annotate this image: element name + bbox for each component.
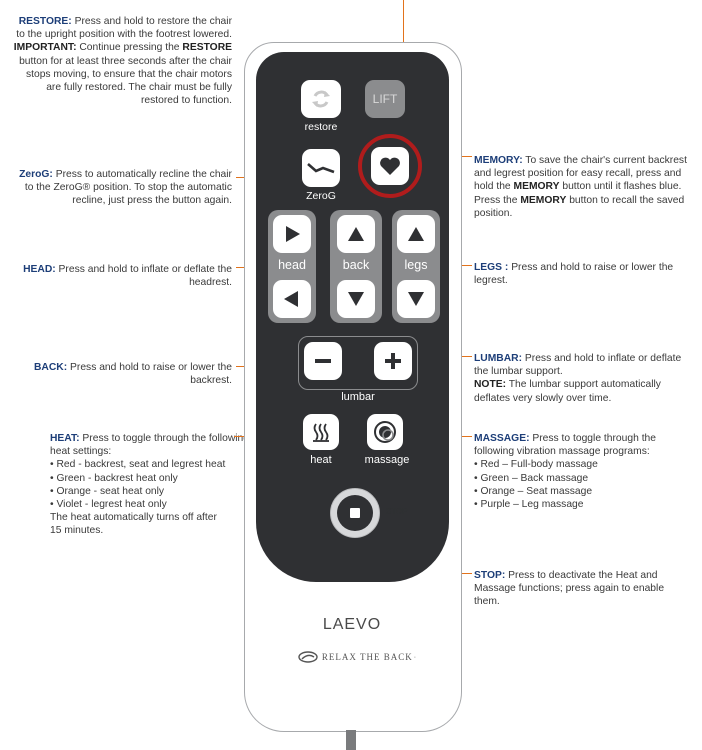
memory-highlight-ring bbox=[358, 134, 422, 198]
arrow-up-icon bbox=[408, 227, 424, 241]
stop-button[interactable] bbox=[337, 495, 373, 531]
memory-note-heading: MEMORY: bbox=[474, 155, 523, 166]
lumbar-button-frame bbox=[298, 336, 418, 390]
arrow-down-icon bbox=[408, 292, 424, 306]
stop-label: STOP bbox=[386, 507, 408, 516]
arrow-down-icon bbox=[348, 292, 364, 306]
legs-note-heading: LEGS : bbox=[474, 262, 509, 273]
stop-square-icon bbox=[350, 508, 360, 518]
memory-note-text-2: button until it flashes blue. Press the bbox=[474, 181, 682, 206]
lumbar-plus-button[interactable] bbox=[374, 342, 412, 380]
heat-note-tail: The heat automatically turns off after 1… bbox=[50, 512, 217, 537]
heat-note-heading: HEAT: bbox=[50, 433, 80, 444]
relax-the-back-logo: RELAX THE BACK · bbox=[287, 651, 427, 663]
zerog-note: ZeroG: Press to automatically recline th… bbox=[12, 168, 232, 208]
lift-label: LIFT bbox=[372, 92, 398, 106]
legs-down-button[interactable] bbox=[397, 280, 435, 318]
heat-note-text: Press to toggle through the following he… bbox=[50, 433, 249, 458]
head-label: head bbox=[278, 258, 306, 272]
lumbar-note: LUMBAR: Press and hold to inflate or def… bbox=[474, 352, 696, 405]
back-down-button[interactable] bbox=[337, 280, 375, 318]
list-item: Green – Back massage bbox=[474, 472, 696, 485]
massage-vibration-icon bbox=[374, 421, 396, 443]
back-up-button[interactable] bbox=[337, 215, 375, 253]
heat-button[interactable] bbox=[303, 414, 339, 450]
massage-button[interactable] bbox=[367, 414, 403, 450]
important-label: IMPORTANT: bbox=[13, 42, 77, 54]
back-note-text: Press and hold to raise or lower the bac… bbox=[67, 362, 232, 387]
memory-note-text: To save the chair's current backrest and… bbox=[474, 155, 687, 193]
logo-mark: · bbox=[413, 653, 417, 661]
heat-waves-icon bbox=[313, 423, 329, 442]
arrow-right-icon bbox=[286, 226, 300, 242]
zerog-recline-icon bbox=[307, 163, 335, 174]
plus-icon bbox=[385, 353, 401, 369]
back-note-heading: BACK: bbox=[33, 362, 68, 373]
zerog-note-text: Press to automatically recline the chair… bbox=[24, 169, 232, 207]
list-item: Purple – Leg massage bbox=[474, 498, 696, 511]
restore-note-text-2: Continue pressing the bbox=[76, 42, 183, 54]
heat-label: heat bbox=[310, 454, 332, 466]
restore-icon bbox=[312, 90, 330, 108]
lumbar-note-heading: LUMBAR: bbox=[474, 353, 523, 364]
memory-word: MEMORY bbox=[513, 181, 560, 193]
restore-note-text-3: button for at least three seconds after … bbox=[19, 55, 232, 107]
head-note-text: Press and hold to inflate or deflate the… bbox=[55, 264, 232, 289]
lift-leader-line bbox=[403, 0, 405, 80]
zerog-label: ZeroG bbox=[306, 190, 336, 202]
remote-cord bbox=[346, 730, 356, 750]
list-item: Orange - seat heat only bbox=[50, 485, 250, 498]
lumbar-note-note-text: The lumbar support automatically deflate… bbox=[474, 379, 661, 404]
lumbar-label: lumbar bbox=[341, 391, 375, 403]
massage-programs-list: Red – Full-body massage Green – Back mas… bbox=[474, 458, 696, 511]
brand-name: LAEVO bbox=[322, 616, 382, 633]
restore-label: restore bbox=[304, 121, 338, 133]
legs-note: LEGS : Press and hold to raise or lower … bbox=[474, 261, 689, 287]
lumbar-note-text: Press and hold to inflate or deflate the… bbox=[474, 353, 682, 378]
restore-note-heading: RESTORE: bbox=[18, 16, 72, 27]
head-note: HEAD: Press and hold to inflate or defla… bbox=[12, 263, 232, 289]
list-item: Red - backrest, seat and legrest heat bbox=[50, 458, 250, 471]
head-up-button[interactable] bbox=[273, 215, 311, 253]
restore-note-text: Press and hold to restore the chair to t… bbox=[16, 16, 232, 41]
head-note-heading: HEAD: bbox=[23, 264, 56, 275]
zerog-note-heading: ZeroG: bbox=[19, 169, 53, 180]
massage-note: MASSAGE: Press to toggle through the fol… bbox=[474, 432, 696, 511]
memory-note-text-3: button to recall the saved position. bbox=[474, 194, 685, 219]
massage-label: massage bbox=[364, 454, 410, 466]
list-item: Orange – Seat massage bbox=[474, 485, 696, 498]
lift-button[interactable]: LIFT bbox=[365, 80, 405, 118]
legs-up-button[interactable] bbox=[397, 215, 435, 253]
legs-label: legs bbox=[404, 258, 428, 272]
back-label: back bbox=[342, 258, 370, 272]
head-down-button[interactable] bbox=[273, 280, 311, 318]
restore-note: RESTORE: Press and hold to restore the c… bbox=[12, 15, 232, 107]
restore-button[interactable] bbox=[301, 80, 341, 118]
zerog-button[interactable] bbox=[302, 149, 340, 187]
restore-word: RESTORE bbox=[182, 42, 232, 54]
massage-note-heading: MASSAGE: bbox=[474, 433, 530, 444]
stop-note-text: Press to deactivate the Heat and Massage… bbox=[474, 570, 665, 608]
memory-word-2: MEMORY bbox=[520, 194, 567, 206]
heat-note: HEAT: Press to toggle through the follow… bbox=[50, 432, 250, 538]
list-item: Red – Full-body massage bbox=[474, 458, 696, 471]
heart-icon bbox=[380, 157, 400, 175]
back-note: BACK: Press and hold to raise or lower t… bbox=[12, 361, 232, 387]
back-figure-icon bbox=[298, 651, 318, 663]
lumbar-note-label: NOTE: bbox=[474, 379, 507, 391]
massage-note-text: Press to toggle through the following vi… bbox=[474, 433, 657, 458]
list-item: Violet - legrest heat only bbox=[50, 498, 250, 511]
logo-text: RELAX THE BACK bbox=[321, 652, 413, 662]
memory-button[interactable] bbox=[371, 147, 409, 185]
minus-icon bbox=[315, 359, 331, 363]
heat-settings-list: Red - backrest, seat and legrest heat Gr… bbox=[50, 458, 250, 511]
arrow-up-icon bbox=[348, 227, 364, 241]
lumbar-minus-button[interactable] bbox=[304, 342, 342, 380]
legs-note-text: Press and hold to raise or lower the leg… bbox=[474, 262, 674, 287]
stop-note-heading: STOP: bbox=[474, 570, 506, 581]
arrow-left-icon bbox=[284, 291, 298, 307]
list-item: Green - backrest heat only bbox=[50, 472, 250, 485]
stop-note: STOP: Press to deactivate the Heat and M… bbox=[474, 569, 689, 609]
memory-note: MEMORY: To save the chair's current back… bbox=[474, 154, 696, 220]
